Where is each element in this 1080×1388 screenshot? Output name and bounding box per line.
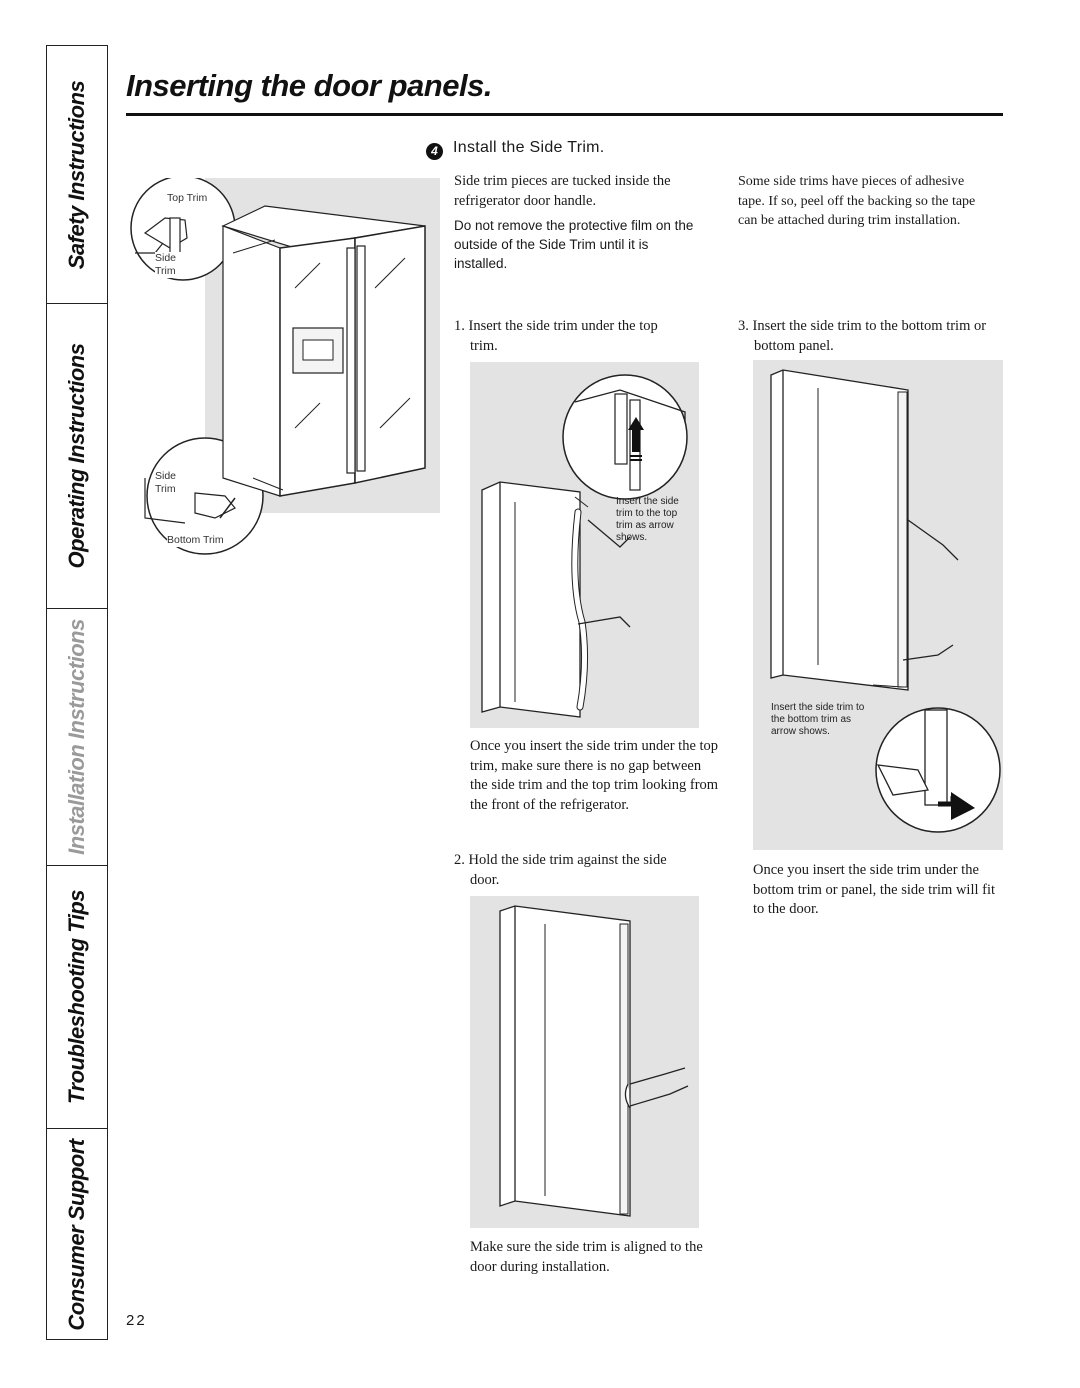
refrigerator-overview-figure: Top Trim Side Trim Side Trim Bottom Trim bbox=[125, 175, 440, 556]
tab-installation-instructions[interactable]: Installation Instructions bbox=[47, 609, 107, 866]
side-trim-label-top: Side Trim bbox=[155, 252, 181, 278]
side-trim-label-bottom: Side Trim bbox=[155, 470, 181, 496]
step-3-text: 3. Insert the side trim to the bottom tr… bbox=[738, 318, 987, 354]
title-rule bbox=[126, 113, 1003, 116]
tab-safety-instructions[interactable]: Safety Instructions bbox=[47, 46, 107, 304]
step-1-illustration bbox=[481, 374, 688, 718]
tab-troubleshooting-tips[interactable]: Troubleshooting Tips bbox=[47, 866, 107, 1129]
section-tabs: Safety Instructions Operating Instructio… bbox=[46, 45, 108, 1340]
step-1-text: 1. Insert the side trim under the top tr… bbox=[454, 318, 658, 354]
step-3-callout: Insert the side trim to the bottom trim … bbox=[771, 702, 866, 738]
step-title: Install the Side Trim. bbox=[453, 139, 605, 156]
bottom-trim-label: Bottom Trim bbox=[167, 534, 224, 547]
refrigerator-illustration bbox=[130, 175, 440, 555]
tab-operating-instructions[interactable]: Operating Instructions bbox=[47, 304, 107, 609]
step-1-note: Once you insert the side trim under the … bbox=[470, 738, 719, 813]
tab-consumer-support[interactable]: Consumer Support bbox=[64, 1139, 89, 1331]
step-3-illustration bbox=[770, 369, 1001, 833]
page-number: 22 bbox=[126, 1312, 147, 1329]
page-title: Inserting the door panels. bbox=[126, 68, 492, 103]
step-3-figure: Insert the side trim to the bottom trim … bbox=[753, 360, 1003, 850]
step-2-illustration bbox=[499, 905, 689, 1217]
step-2-figure bbox=[470, 896, 699, 1228]
top-trim-label: Top Trim bbox=[167, 192, 208, 205]
intro-paragraph-3: Some side trims have pieces of adhesive … bbox=[738, 174, 976, 228]
step-number-badge: 4 bbox=[426, 143, 443, 160]
step-1-callout: Insert the side trim to the top trim as … bbox=[616, 496, 679, 543]
step-3-note: Once you insert the side trim under the … bbox=[753, 862, 996, 917]
intro-paragraph-1: Side trim pieces are tucked inside the r… bbox=[454, 173, 671, 209]
step-1-figure: Insert the side trim to the top trim as … bbox=[470, 362, 699, 728]
step-2-text: 2. Hold the side trim against the side d… bbox=[454, 852, 667, 888]
intro-paragraph-2: Do not remove the protective film on the… bbox=[454, 218, 694, 271]
step-2-note: Make sure the side trim is aligned to th… bbox=[470, 1239, 703, 1275]
